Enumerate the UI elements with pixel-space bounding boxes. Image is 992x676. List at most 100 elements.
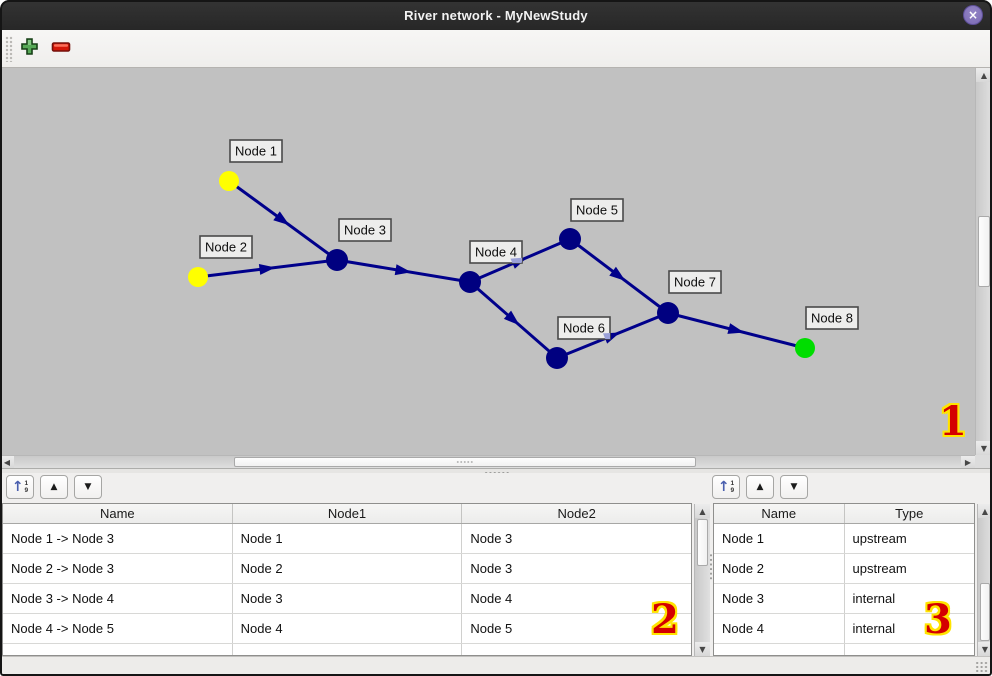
node-label[interactable]: Node 1 (229, 139, 283, 163)
table-cell[interactable]: Node 4 -> Node 5 (3, 614, 233, 643)
node-circle[interactable] (546, 347, 568, 369)
table-cell[interactable]: Node 4 (233, 614, 463, 643)
table-row[interactable]: Node 3 internal (714, 584, 974, 614)
table-cell[interactable]: Node 4 (714, 614, 845, 643)
reach-table-scrollbar[interactable]: ▲ ▼ (694, 504, 710, 656)
node-label[interactable]: Node 6 (557, 316, 611, 340)
close-icon: × (967, 8, 979, 22)
svg-text:Node 1: Node 1 (235, 144, 277, 159)
table-cell[interactable] (3, 644, 233, 655)
resize-grip-icon[interactable] (975, 661, 988, 673)
river-network-canvas[interactable]: Node 1 Node 2 Node 3 Node 4 Node 5 Node 6 Node… (2, 68, 975, 455)
table-cell[interactable]: upstream (852, 561, 907, 576)
table-cell[interactable]: Node 3 -> Node 4 (3, 584, 233, 613)
node-label[interactable]: Node 4 (469, 240, 523, 264)
table-cell[interactable]: internal (852, 591, 896, 606)
canvas-vertical-scrollbar[interactable]: ▲ ▼ (975, 68, 992, 455)
table-cell[interactable]: Node 2 (714, 554, 845, 583)
table-cell[interactable]: Node 5 (470, 621, 513, 636)
pane-splitter[interactable] (0, 468, 992, 474)
triangle-up-icon: ▲ (756, 482, 764, 492)
table-cell[interactable]: Node 4 (470, 591, 513, 606)
table-cell[interactable]: Node 1 -> Node 3 (3, 524, 233, 553)
table-cell[interactable]: Node 1 (233, 524, 463, 553)
scrollbar-corner (975, 455, 992, 468)
table-cell[interactable]: Node 2 -> Node 3 (3, 554, 233, 583)
add-node-button[interactable] (15, 35, 43, 63)
table-cell[interactable]: upstream (852, 531, 907, 546)
table-cell[interactable] (845, 644, 975, 655)
node-label[interactable]: Node 7 (668, 270, 722, 294)
table-splitter-grip[interactable] (709, 553, 713, 581)
node-circle[interactable] (559, 228, 581, 250)
table-cell[interactable] (233, 644, 463, 655)
table-row[interactable] (714, 644, 975, 655)
column-header[interactable]: Name (3, 504, 233, 523)
table-cell[interactable] (462, 644, 691, 655)
node-circle[interactable] (795, 338, 815, 358)
column-header[interactable]: Node1 (233, 504, 463, 523)
canvas-horizontal-scrollbar[interactable]: ◀ ▶ (0, 455, 975, 468)
node-circle[interactable] (657, 302, 679, 324)
table-cell[interactable]: internal (852, 621, 896, 636)
node-table-scrollbar[interactable]: ▲ ▼ (977, 504, 992, 656)
svg-text:Node 5: Node 5 (576, 203, 618, 218)
node-circle[interactable] (188, 267, 208, 287)
scroll-down-button[interactable]: ▼ (695, 642, 710, 656)
reach-move-up-button[interactable]: ▲ (40, 475, 68, 499)
horizontal-scroll-thumb[interactable] (234, 457, 696, 467)
column-header[interactable]: Name (714, 504, 845, 523)
table-cell[interactable]: Node 1 (714, 524, 845, 553)
titlebar[interactable]: River network - MyNewStudy × (0, 0, 992, 30)
table-row[interactable] (3, 644, 691, 655)
flow-arrow-icon (273, 211, 290, 226)
column-header[interactable]: Node2 (557, 506, 596, 521)
node-move-down-button[interactable]: ▼ (780, 475, 808, 499)
scroll-left-button[interactable]: ◀ (0, 456, 14, 468)
network-diagram[interactable]: Node 1 Node 2 Node 3 Node 4 Node 5 Node 6 Node… (2, 68, 975, 455)
arrow-up-icon: ▲ (699, 506, 706, 516)
table-cell[interactable]: Node 2 (233, 554, 463, 583)
node-move-up-button[interactable]: ▲ (746, 475, 774, 499)
node-label[interactable]: Node 3 (338, 218, 392, 242)
reach-move-down-button[interactable]: ▼ (74, 475, 102, 499)
scroll-up-button[interactable]: ▲ (976, 68, 992, 82)
table-cell[interactable]: Node 3 (470, 561, 513, 576)
node-label[interactable]: Node 5 (570, 198, 624, 222)
table-cell[interactable] (714, 644, 845, 655)
table-row[interactable]: Node 1 upstream (714, 524, 974, 554)
table-cell[interactable]: Node 3 (233, 584, 463, 613)
triangle-up-icon: ▲ (50, 482, 58, 492)
table-row[interactable]: Node 2 upstream (714, 554, 974, 584)
column-header[interactable]: Type (895, 506, 924, 521)
vertical-scroll-thumb[interactable] (980, 583, 990, 641)
arrow-up-icon: ▲ (981, 506, 989, 516)
scroll-down-button[interactable]: ▼ (978, 642, 992, 656)
table-row[interactable]: Node 4 internal (714, 614, 974, 644)
toolbar-drag-handle[interactable] (5, 36, 13, 62)
table-cell[interactable]: Node 3 (470, 531, 513, 546)
scroll-up-button[interactable]: ▲ (695, 504, 710, 518)
remove-node-button[interactable] (47, 35, 75, 63)
node-circle[interactable] (219, 171, 239, 191)
scroll-right-button[interactable]: ▶ (961, 456, 975, 468)
node-circle[interactable] (459, 271, 481, 293)
close-button[interactable]: × (963, 5, 983, 25)
vertical-scroll-thumb[interactable] (697, 519, 708, 566)
table-cell[interactable]: Node 3 (714, 584, 845, 613)
node-label[interactable]: Node 2 (199, 235, 253, 259)
svg-text:Node 2: Node 2 (205, 240, 247, 255)
scroll-down-button[interactable]: ▼ (976, 441, 992, 455)
node-circle[interactable] (326, 249, 348, 271)
node-label[interactable]: Node 8 (805, 306, 859, 330)
scroll-up-button[interactable]: ▲ (978, 504, 992, 518)
vertical-scroll-thumb[interactable] (978, 216, 990, 287)
